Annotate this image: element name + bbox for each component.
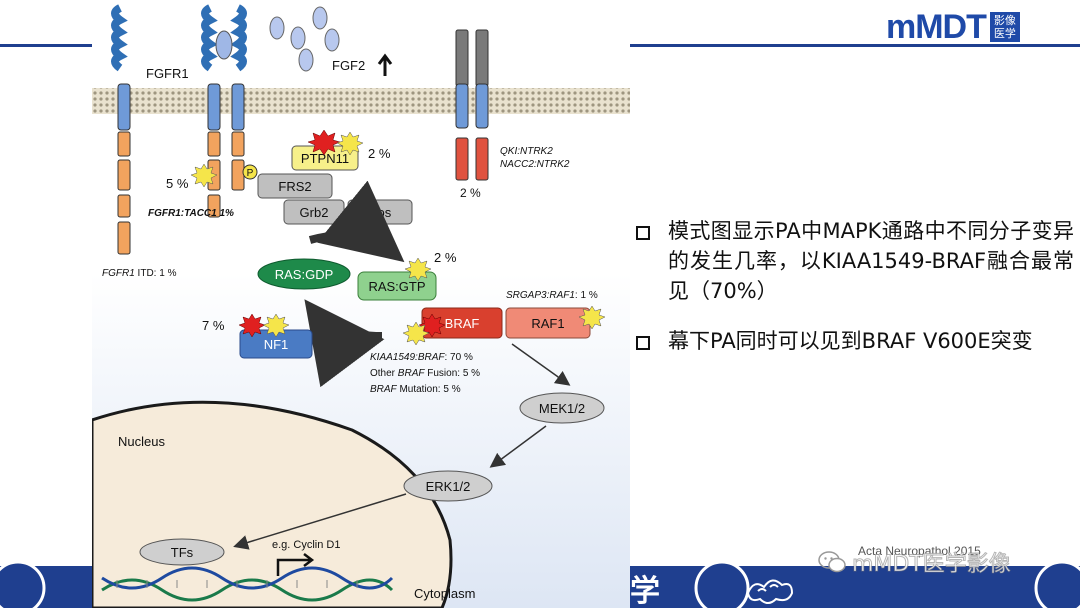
header-rule-left bbox=[0, 44, 92, 47]
fgf2-up-arrow-icon bbox=[377, 53, 393, 76]
tfs-label: TFs bbox=[171, 545, 194, 560]
ras-activation-arrow bbox=[308, 180, 405, 263]
cytoplasm-label: Cytoplasm bbox=[414, 586, 475, 601]
ras-gdp-ellipse bbox=[257, 258, 351, 290]
erk-ellipse bbox=[403, 470, 493, 502]
ptpn11-label: PTPN11 bbox=[301, 151, 349, 166]
ptpn11-yellow-mutation-burst-icon bbox=[336, 131, 364, 156]
watermark-text: mMDT医学影像 bbox=[852, 552, 1012, 578]
mapk-pathway-diagram: P FGF2 FGFR1 QKI:NTRK2 NACC2:NTRK2 2 % P… bbox=[92, 0, 630, 608]
ntrk2-fusion-line1: QKI:NTRK2 bbox=[500, 146, 553, 157]
ptpn11-red-mutation-burst-icon bbox=[307, 129, 341, 156]
bullet-list: 模式图显示PA中MAPK通路中不同分子变异的发生几率，以KIAA1549-BRA… bbox=[636, 216, 1076, 376]
cloud-ornament-icon bbox=[746, 579, 794, 604]
logo-badge-line2: 医学 bbox=[993, 27, 1016, 40]
braf-red-mutation-burst-icon bbox=[418, 313, 446, 338]
citation: Acta Neuropathol 2015 bbox=[858, 544, 981, 558]
ras-gtp-box bbox=[357, 271, 437, 301]
tfs-ellipse bbox=[139, 538, 225, 566]
square-bullet-icon bbox=[636, 226, 650, 240]
braf-mutation-label: BRAF Mutation: 5 % bbox=[370, 384, 461, 395]
bullet-text: 幕下PA同时可以见到BRAF V600E突变 bbox=[668, 329, 1033, 353]
header-rule-right bbox=[630, 44, 1080, 47]
nf1-red-mutation-burst-icon bbox=[238, 313, 266, 338]
braf-box bbox=[421, 307, 503, 339]
ras-gtp-pct: 2 % bbox=[434, 250, 457, 265]
nucleus-label: Nucleus bbox=[118, 434, 165, 449]
square-bullet-icon bbox=[636, 336, 650, 350]
fgfr1-transmembrane bbox=[117, 83, 131, 131]
nf1-label: NF1 bbox=[264, 337, 289, 352]
raf1-mutation-burst-icon bbox=[578, 305, 606, 330]
mek-to-erk-arrow bbox=[489, 425, 547, 468]
bullet-text: 模式图显示PA中MAPK通路中不同分子变异的发生几率，以KIAA1549-BRA… bbox=[668, 219, 1074, 303]
fgf2-label: FGF2 bbox=[332, 58, 365, 73]
footer-text: 学 bbox=[630, 574, 660, 608]
fgfr1-label: FGFR1 bbox=[146, 66, 189, 81]
dna-helix bbox=[101, 566, 394, 602]
fgfr1-tacc1-pct: 5 % bbox=[166, 176, 189, 191]
wechat-icon bbox=[818, 551, 846, 573]
ras-mutation-burst-icon bbox=[404, 257, 432, 282]
mmdt-logo: mMDT 影像 医学 bbox=[886, 8, 1076, 46]
ptpn11-pct: 2 % bbox=[368, 146, 391, 161]
grb2-label: Grb2 bbox=[300, 205, 329, 220]
fgfr1-dimer bbox=[201, 4, 247, 72]
watermark: mMDT医学影像 bbox=[818, 546, 1011, 578]
kiaa1549-braf-label: KIAA1549:BRAF: 70 % bbox=[370, 352, 473, 363]
fgfr1-receptor bbox=[111, 4, 128, 72]
erk-to-tfs-arrow bbox=[233, 493, 407, 550]
ntrk2-receptor bbox=[455, 29, 489, 181]
erk-label: ERK1/2 bbox=[426, 479, 471, 494]
ntrk2-fusion-line2: NACC2:NTRK2 bbox=[500, 159, 570, 170]
srgap3-raf1-label: SRGAP3:RAF1: 1 % bbox=[506, 290, 598, 301]
ras-inactivation-arrow bbox=[304, 299, 385, 388]
braf-label: BRAF bbox=[445, 316, 480, 331]
cell-membrane bbox=[92, 88, 630, 114]
nf1-yellow-mutation-burst-icon bbox=[262, 313, 290, 338]
transcription-start-arrow-icon bbox=[276, 553, 315, 576]
fgfr1-kinase-domain bbox=[117, 131, 131, 255]
raf1-label: RAF1 bbox=[531, 316, 564, 331]
cyclin-d1-label: e.g. Cyclin D1 bbox=[272, 539, 340, 551]
mek-label: MEK1/2 bbox=[539, 401, 585, 416]
ras-gtp-label: RAS:GTP bbox=[368, 279, 425, 294]
fgf-ligand bbox=[215, 30, 233, 60]
logo-badge: 影像 医学 bbox=[989, 12, 1020, 42]
fgfr1-tacc1-label: FGFR1:TACC1 1% bbox=[148, 208, 234, 219]
fgfr1-itd-label: FGFR1 ITD: 1 % bbox=[102, 268, 177, 279]
bullet-item: 模式图显示PA中MAPK通路中不同分子变异的发生几率，以KIAA1549-BRA… bbox=[636, 216, 1076, 306]
frs2-label: FRS2 bbox=[278, 179, 311, 194]
fgf2-ligands bbox=[269, 6, 340, 72]
ntrk2-pct: 2 % bbox=[460, 186, 481, 200]
dna-rungs bbox=[116, 580, 358, 588]
braf-yellow-mutation-burst-icon bbox=[402, 321, 430, 346]
tacc1-mutation-burst-icon bbox=[190, 163, 218, 188]
bullet-item: 幕下PA同时可以见到BRAF V600E突变 bbox=[636, 326, 1076, 356]
phospho-marker bbox=[242, 164, 258, 180]
nf1-pct: 7 % bbox=[202, 318, 225, 333]
ras-gdp-label: RAS:GDP bbox=[275, 267, 334, 282]
sos-label: Sos bbox=[369, 205, 392, 220]
logo-badge-line1: 影像 bbox=[993, 14, 1016, 27]
logo-text: mMDT bbox=[886, 7, 987, 46]
other-braf-fusion-label: Other BRAF Fusion: 5 % bbox=[370, 368, 480, 379]
phospho-label: P bbox=[247, 168, 254, 179]
mek-ellipse bbox=[519, 392, 605, 424]
braf-to-mek-arrow bbox=[511, 343, 571, 386]
